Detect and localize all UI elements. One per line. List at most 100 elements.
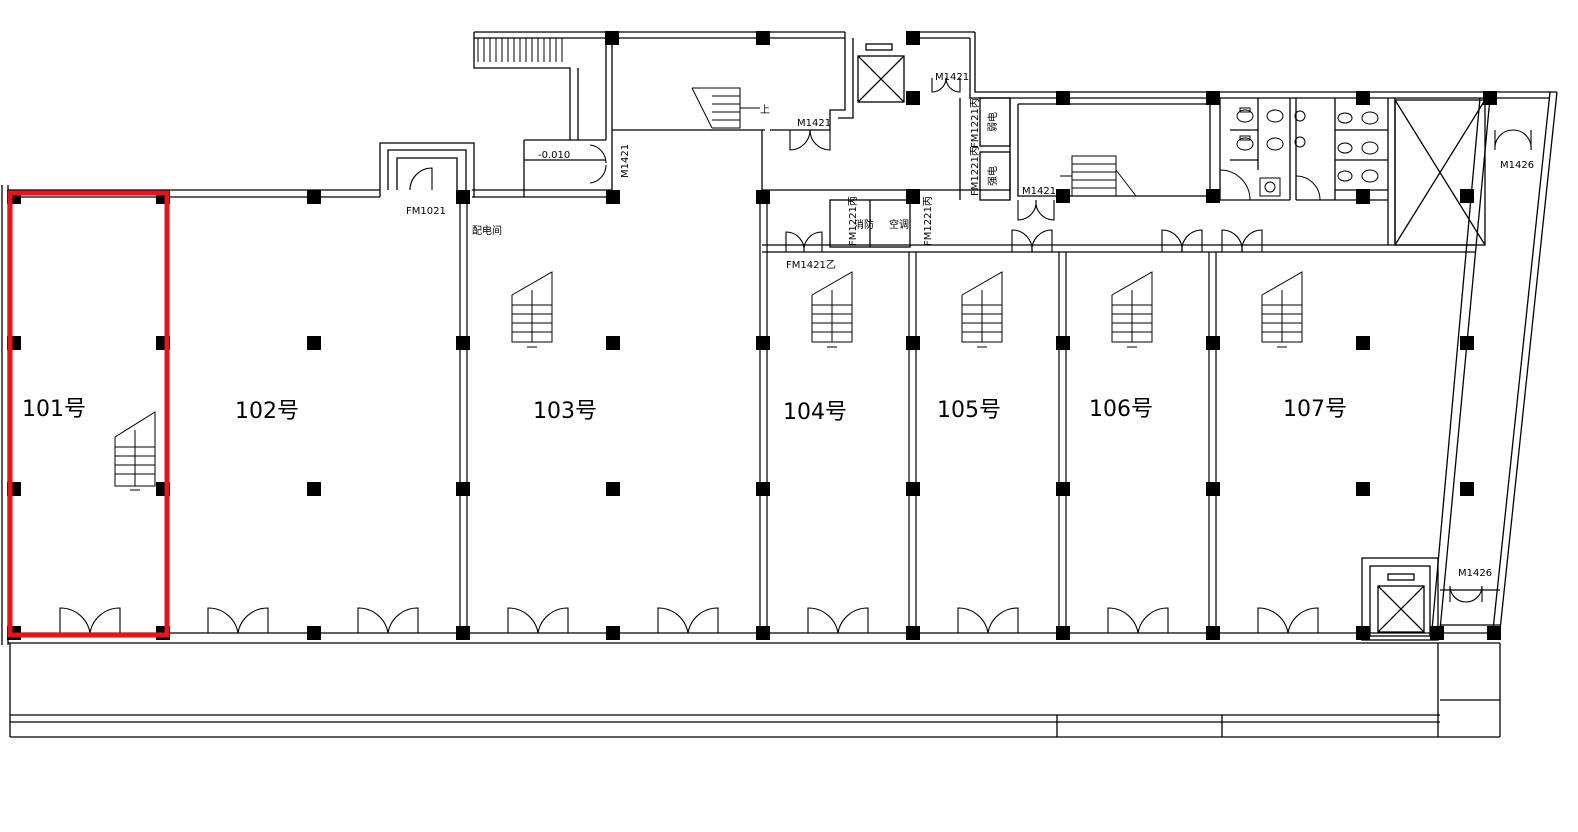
column [1460, 336, 1474, 350]
unit-label-105: 105号 [937, 398, 1001, 423]
column [1487, 626, 1501, 640]
column [906, 482, 920, 496]
column [1460, 482, 1474, 496]
column [906, 91, 920, 105]
column [1056, 482, 1070, 496]
stair-icon-101 [114, 411, 156, 491]
door-tag-fm1421b: FM1421乙 [786, 259, 836, 271]
annotations: FM1021 配电间 -0.010 M1421 M1421 M1421 M142… [406, 72, 1534, 579]
column [606, 482, 620, 496]
door-101 [59, 607, 121, 634]
stair-icon-104 [811, 271, 853, 348]
door-105 [957, 607, 1019, 634]
toilet-icon [1236, 135, 1254, 151]
room-tag-weak: 弱电 [986, 112, 999, 132]
door-tag-m1421-center: M1421 [797, 118, 831, 129]
unit-label-102: 102号 [235, 399, 299, 424]
toilet-icon [1266, 137, 1284, 151]
unit-partitions [459, 190, 1217, 633]
room-tag-strong: 强电 [986, 166, 999, 186]
stair-room-1 [691, 87, 760, 129]
column [456, 336, 470, 350]
toilet-icon [1266, 109, 1284, 123]
structural-columns [7, 31, 1501, 640]
column [606, 336, 620, 350]
column [1206, 626, 1220, 640]
toilet-icon [1361, 111, 1379, 183]
door-tag-m1421-vertical: M1421 [620, 144, 631, 178]
room-tag-fire: 消防 [854, 218, 874, 231]
unit-label-104: 104号 [783, 400, 847, 425]
door-104 [807, 607, 869, 634]
door-102b [357, 607, 419, 634]
door-102a [207, 607, 269, 634]
column [756, 626, 770, 640]
column [1056, 626, 1070, 640]
column [906, 31, 920, 45]
column [1430, 626, 1444, 640]
column [756, 482, 770, 496]
toilet-fixtures [1219, 107, 1379, 201]
column [906, 336, 920, 350]
door-tag-fm1221d: FM1221丙 [970, 146, 981, 196]
unit-label-103: 103号 [533, 399, 597, 424]
stair-top-left [477, 38, 563, 62]
unit-label-101: 101号 [22, 397, 86, 422]
door-103b [657, 607, 719, 634]
column [456, 482, 470, 496]
door-107 [1257, 607, 1319, 634]
column [1356, 482, 1370, 496]
door-tag-fm1021: FM1021 [406, 206, 446, 217]
column [756, 31, 770, 45]
unit-label-106: 106号 [1089, 397, 1153, 422]
column [1356, 626, 1370, 640]
column [756, 190, 770, 204]
door-tag-fm1221a: FM1221丙 [848, 196, 859, 246]
column [1356, 91, 1370, 105]
sink-icon [1294, 110, 1306, 148]
unit-101-highlight[interactable] [7, 190, 170, 638]
door-tag-m1426-top: M1426 [1500, 160, 1534, 171]
column [456, 190, 470, 204]
facade-doors [59, 77, 1532, 634]
column [1056, 189, 1070, 203]
column [1460, 189, 1474, 203]
column [307, 336, 321, 350]
elevation-tag: -0.010 [538, 150, 570, 161]
toilet-icon [1337, 112, 1353, 182]
column [307, 482, 321, 496]
walls [1, 31, 1558, 738]
stair-icon-106 [1111, 271, 1153, 348]
column [1056, 336, 1070, 350]
stair-icon-107 [1261, 271, 1303, 348]
stairs [114, 38, 1303, 491]
column [756, 336, 770, 350]
column [456, 626, 470, 640]
room-tag-ac: 空调 [889, 218, 909, 231]
column [1206, 482, 1220, 496]
stair-icon-103 [511, 271, 553, 348]
unit-labels: 101号 102号 103号 104号 105号 106号 107号 [22, 397, 1347, 425]
toilet-icon [1259, 177, 1281, 197]
room-tag-power: 配电间 [472, 224, 502, 237]
stair-up-tag: 上 [760, 104, 770, 116]
column [1483, 91, 1497, 105]
door-tag-fm1221b: FM1221丙 [923, 196, 934, 246]
column [606, 190, 620, 204]
door-tag-fm1221c: FM1221丙 [970, 98, 981, 148]
column [605, 31, 619, 45]
door-106 [1107, 607, 1169, 634]
column [906, 626, 920, 640]
column [1206, 336, 1220, 350]
stair-room-2 [1060, 155, 1137, 197]
column [1356, 189, 1370, 203]
column [307, 190, 321, 204]
unit-label-107: 107号 [1283, 397, 1347, 422]
column [906, 189, 920, 203]
door-tag-m1421-core: M1421 [1022, 186, 1056, 197]
column [1206, 91, 1220, 105]
door-tag-m1426-bottom: M1426 [1458, 568, 1492, 579]
column [1356, 336, 1370, 350]
column [307, 626, 321, 640]
